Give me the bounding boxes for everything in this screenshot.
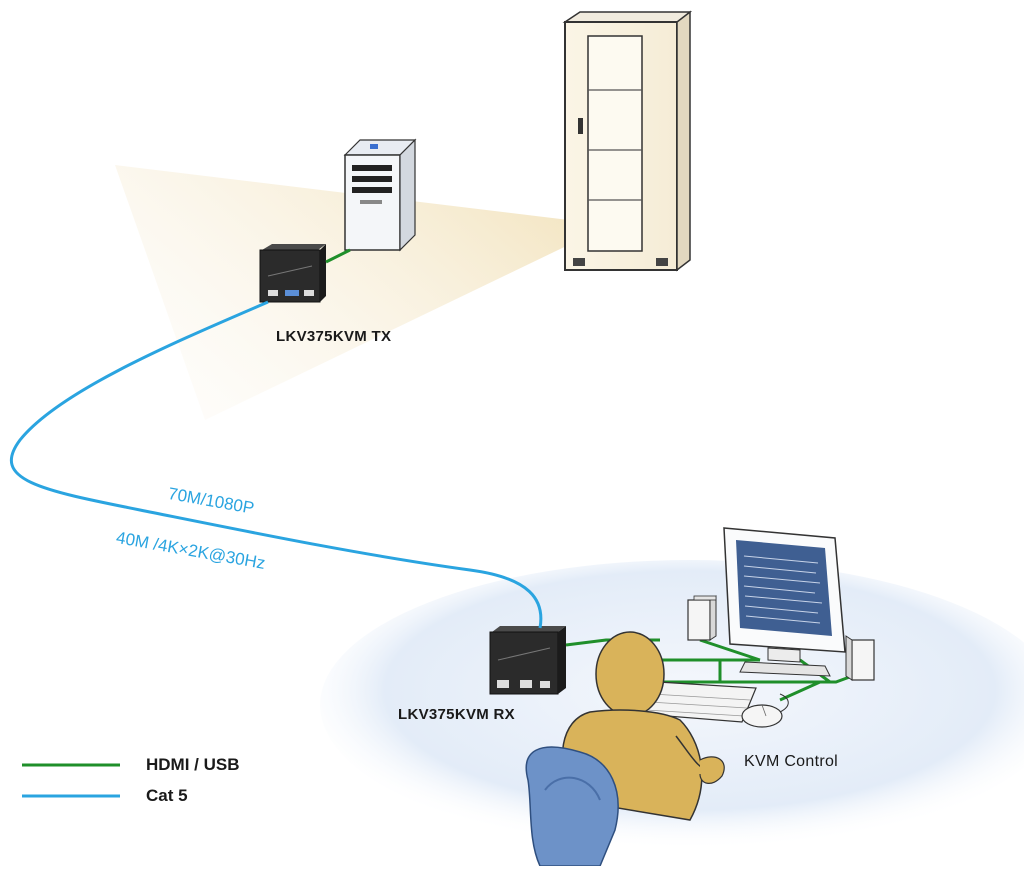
tx-extender-device (259, 244, 326, 303)
light-beam (115, 165, 610, 420)
cat5-cable (9, 300, 543, 629)
right-speaker-icon (845, 635, 875, 681)
pc-tower-icon (343, 138, 417, 252)
tx-device-label: LKV375KVM TX (276, 328, 392, 345)
left-speaker-icon (687, 595, 717, 641)
mouse-icon (741, 693, 789, 728)
server-rack-icon (562, 10, 693, 272)
legend-hdmi-usb-label: HDMI / USB (146, 755, 240, 774)
chair-icon (525, 746, 619, 867)
legend-cat5-label: Cat 5 (146, 786, 188, 805)
rx-device-label: LKV375KVM RX (398, 706, 515, 723)
monitor-icon (723, 527, 846, 677)
kvm-control-label: KVM Control (744, 753, 838, 770)
rx-extender-device (489, 626, 566, 695)
